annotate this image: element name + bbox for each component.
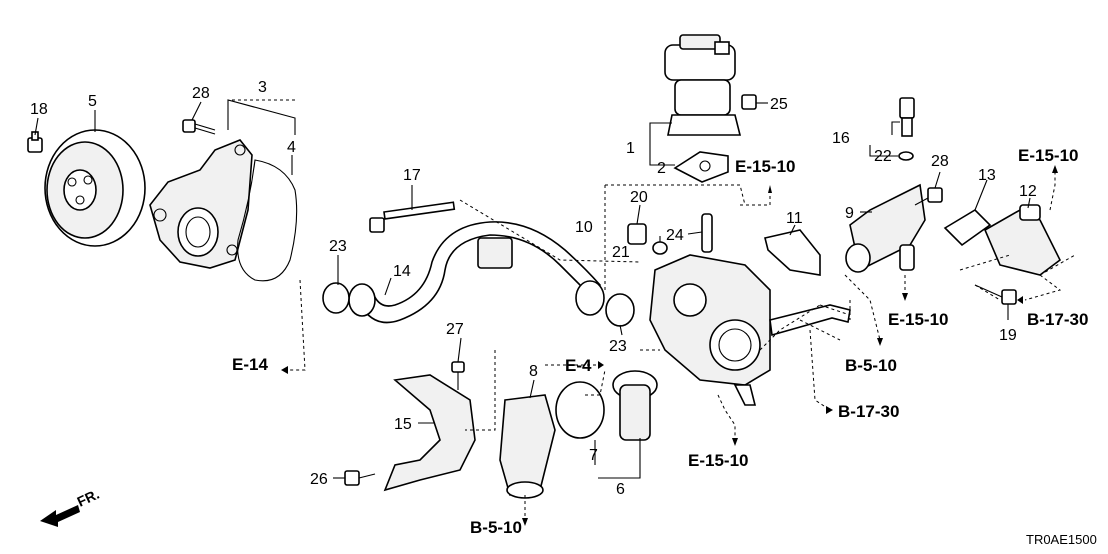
bolt-26 bbox=[344, 470, 376, 486]
callout-14: 14 bbox=[393, 263, 411, 280]
callout-23-left: 23 bbox=[329, 238, 347, 255]
egr-valve bbox=[664, 34, 742, 136]
callout-13: 13 bbox=[978, 167, 996, 184]
nut-25 bbox=[741, 94, 757, 110]
reference-lines bbox=[232, 99, 1076, 526]
bolt-18 bbox=[27, 131, 43, 153]
front-marker-label: FR. bbox=[75, 486, 102, 510]
ref-e-15-10-right: E-15-10 bbox=[1018, 146, 1078, 165]
water-outlet-8 bbox=[499, 394, 556, 499]
front-arrow-icon bbox=[40, 505, 80, 527]
thermostat-housing bbox=[649, 254, 851, 406]
callout-18: 18 bbox=[30, 101, 48, 118]
thermostat-seal bbox=[555, 381, 605, 439]
callout-10: 10 bbox=[575, 219, 593, 236]
callout-23-right: 23 bbox=[609, 338, 627, 355]
callout-21: 21 bbox=[612, 244, 630, 261]
bracket-15 bbox=[383, 374, 476, 492]
callout-24: 24 bbox=[666, 227, 684, 244]
o-ring-23-right bbox=[605, 293, 635, 327]
callout-8: 8 bbox=[529, 363, 538, 380]
ref-b-5-10-bottom: B-5-10 bbox=[470, 518, 522, 537]
bolt-19 bbox=[974, 284, 1017, 305]
bracket-3 bbox=[227, 99, 296, 135]
callout-16: 16 bbox=[832, 130, 850, 147]
washer-21 bbox=[652, 241, 668, 255]
ref-e-4: E-4 bbox=[565, 356, 592, 375]
fitting-20 bbox=[627, 223, 647, 245]
callout-2: 2 bbox=[657, 160, 666, 177]
water-pump-pulley bbox=[44, 129, 146, 247]
thermostat bbox=[612, 370, 658, 441]
callout-28-right: 28 bbox=[931, 153, 949, 170]
callout-20: 20 bbox=[630, 189, 648, 206]
ref-b-17-30-mid: B-17-30 bbox=[838, 402, 899, 421]
egr-gasket bbox=[673, 151, 729, 183]
washer-22 bbox=[898, 151, 914, 161]
callout-19: 19 bbox=[999, 327, 1017, 344]
bolt-17 bbox=[369, 201, 456, 233]
pipe-24 bbox=[701, 213, 713, 253]
callout-15: 15 bbox=[394, 416, 412, 433]
callout-9: 9 bbox=[845, 205, 854, 222]
ref-e-15-10-mid: E-15-10 bbox=[688, 451, 748, 470]
callout-28-left: 28 bbox=[192, 85, 210, 102]
callout-25: 25 bbox=[770, 96, 788, 113]
water-passage-12 bbox=[983, 204, 1062, 276]
callout-5: 5 bbox=[88, 93, 97, 110]
bolt-27 bbox=[451, 361, 465, 390]
callout-6: 6 bbox=[616, 481, 625, 498]
leader-lines bbox=[34, 101, 1031, 479]
gasket-11 bbox=[764, 229, 821, 276]
ref-e-15-10-egr: E-15-10 bbox=[735, 157, 795, 176]
callout-27: 27 bbox=[446, 321, 464, 338]
callout-1: 1 bbox=[626, 140, 635, 157]
callout-12: 12 bbox=[1019, 183, 1037, 200]
ref-b-17-30-right: B-17-30 bbox=[1027, 310, 1088, 329]
bolt-28-left bbox=[182, 119, 216, 135]
callout-17: 17 bbox=[403, 167, 421, 184]
water-passage-9 bbox=[845, 183, 926, 273]
gasket-13 bbox=[943, 208, 992, 247]
temperature-sensor-16 bbox=[899, 97, 915, 137]
water-pump bbox=[149, 139, 253, 269]
ref-e-14: E-14 bbox=[232, 355, 268, 374]
callout-22: 22 bbox=[874, 148, 892, 165]
diagram-code: TR0AE1500 bbox=[1026, 532, 1097, 547]
callout-26: 26 bbox=[310, 471, 328, 488]
water-pump-o-ring bbox=[237, 159, 298, 282]
o-ring-23-left bbox=[322, 282, 350, 314]
callout-7: 7 bbox=[589, 447, 598, 464]
ref-b-5-10-mid: B-5-10 bbox=[845, 356, 897, 375]
callout-3: 3 bbox=[258, 79, 267, 96]
water-hose-14 bbox=[348, 221, 605, 324]
ref-e-15-10-bottom: E-15-10 bbox=[888, 310, 948, 329]
callout-4: 4 bbox=[287, 139, 296, 156]
callout-11: 11 bbox=[786, 210, 803, 227]
